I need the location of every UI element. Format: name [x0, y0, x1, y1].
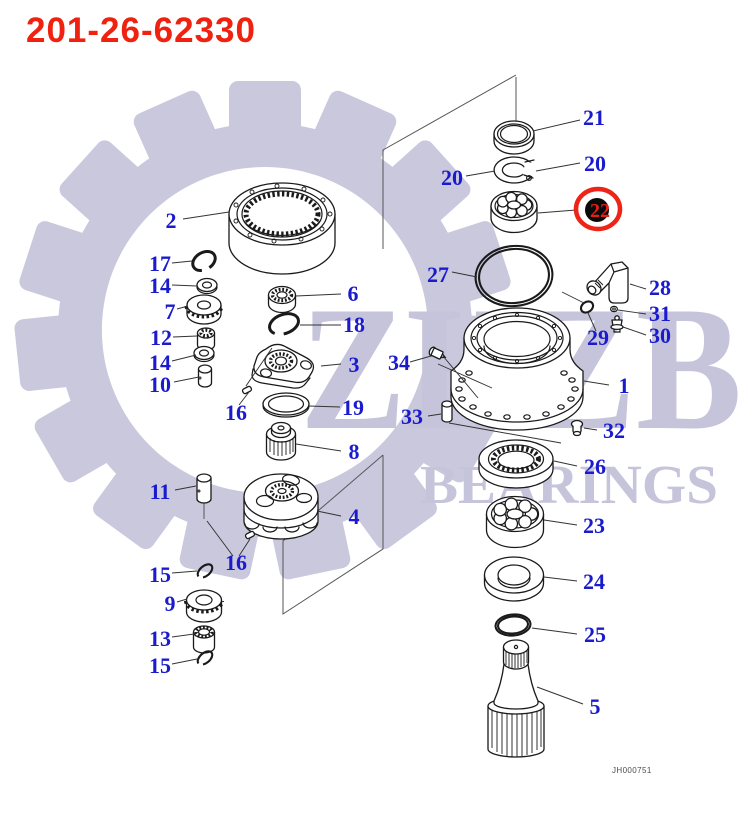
part-12-bushing [196, 327, 216, 351]
part-7-gear [184, 294, 224, 325]
part-33-pin [441, 400, 453, 423]
callout-22-disc [585, 198, 609, 222]
callout-20-right: 20 [584, 151, 606, 176]
part-13-needle-bearing [192, 625, 216, 654]
part-9-gear [184, 589, 224, 623]
callout-14-lower: 14 [149, 350, 171, 375]
callout-21: 21 [583, 105, 605, 130]
callout-29: 29 [587, 325, 609, 350]
part-15-ring-lower [196, 650, 214, 666]
part-22-ball-bearing [490, 190, 538, 234]
brand-watermark: ZHZB BEARINGS [14, 81, 742, 580]
part-number-title: 201-26-62330 [26, 11, 256, 50]
callout-18: 18 [343, 312, 365, 337]
part-20-snap-ring [493, 156, 542, 184]
part-2-ring-gear [228, 182, 336, 275]
callout-23: 23 [583, 513, 605, 538]
callout-19: 19 [342, 395, 364, 420]
part-4-planet-carrier [243, 473, 319, 540]
part-26-tapered-bearing [478, 439, 554, 489]
highlighted-callout-22: 22 [573, 186, 623, 232]
callout-27: 27 [427, 262, 449, 287]
callout-16-upper: 16 [225, 400, 247, 425]
part-11-pin [196, 473, 212, 504]
callout-labels: 21 20 20 27 28 31 30 29 2 17 14 7 6 18 1… [149, 105, 671, 719]
callout-31: 31 [649, 301, 671, 326]
callout-6: 6 [348, 281, 359, 306]
callout-30: 30 [649, 323, 671, 348]
callout-8: 8 [349, 439, 360, 464]
part-3-carrier-plate [251, 343, 315, 389]
highlight-circle-icon [573, 186, 623, 232]
callout-28: 28 [649, 275, 671, 300]
callout-20-left: 20 [441, 165, 463, 190]
part-8-sun-gear [265, 421, 297, 461]
callout-33: 33 [401, 404, 423, 429]
part-5-shaft [487, 639, 545, 758]
callout-15-lower: 15 [149, 653, 171, 678]
part-27-o-ring [474, 244, 554, 308]
part-21-seal-ring [493, 120, 535, 155]
part-15-ring-upper [196, 563, 214, 579]
callout-12: 12 [150, 325, 172, 350]
part-17-snap-ring [191, 250, 217, 272]
part-34-bolt [428, 346, 447, 360]
callout-5: 5 [590, 694, 601, 719]
drawing-code: JH000751 [612, 766, 652, 775]
callout-4: 4 [349, 504, 360, 529]
part-32-bolt [570, 419, 584, 437]
callout-16-lower: 16 [225, 550, 247, 575]
part-16-pin-upper [241, 385, 253, 395]
part-30-plug-fitting [610, 315, 624, 333]
callout-14-upper: 14 [149, 273, 171, 298]
callout-11: 11 [150, 479, 171, 504]
callout-22: 22 [590, 200, 610, 222]
part-24-thrust-washer [483, 556, 545, 602]
callout-24: 24 [583, 569, 605, 594]
callout-25: 25 [584, 622, 606, 647]
part-29-o-ring [579, 300, 595, 314]
callout-3: 3 [349, 352, 360, 377]
part-16-pin-lower [244, 530, 256, 540]
gear-watermark-icon [14, 81, 516, 580]
callout-1: 1 [619, 373, 630, 398]
part-23-ball-bearing [485, 495, 545, 549]
part-10-pin [197, 364, 213, 388]
callout-10: 10 [149, 372, 171, 397]
part-25-o-ring [494, 613, 532, 637]
callout-17: 17 [149, 251, 171, 276]
part-31-washer [609, 305, 618, 313]
leader-lines [171, 119, 647, 705]
part-28-elbow-fitting [586, 261, 629, 304]
part-18-snap-ring [268, 312, 300, 336]
part-6-bearing [267, 285, 297, 314]
callout-13: 13 [149, 626, 171, 651]
callout-15-upper: 15 [149, 562, 171, 587]
callout-34: 34 [388, 350, 410, 375]
part-19-ring [262, 392, 310, 418]
watermark-word-text: BEARINGS [420, 454, 718, 515]
callout-2: 2 [166, 208, 177, 233]
part-1-housing [450, 307, 584, 431]
part-14-washer-lower [193, 345, 215, 363]
callout-9: 9 [165, 591, 176, 616]
callout-26: 26 [584, 454, 606, 479]
callout-7: 7 [165, 299, 176, 324]
part-14-washer-upper [196, 277, 218, 295]
callout-32: 32 [603, 418, 625, 443]
